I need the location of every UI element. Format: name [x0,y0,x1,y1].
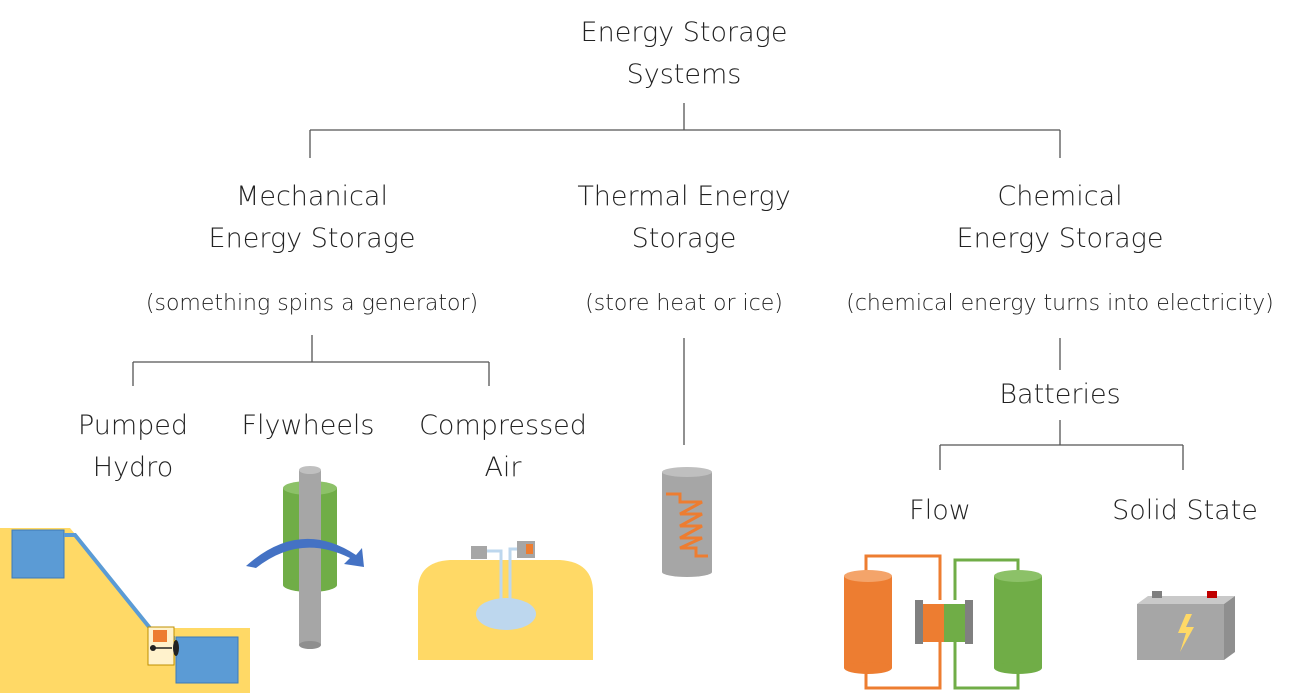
pumped-hydro-label: Pumped Hydro [58,405,208,489]
heating-coil-icon [666,492,708,558]
flywheel-illustration [246,466,364,649]
pumped-hydro-line2: Hydro [92,452,174,483]
solid-state-battery-illustration [1137,591,1235,660]
root-connector [309,103,1061,158]
root-title-line2: Systems [626,59,742,90]
root-title-line1: Energy Storage [580,17,788,48]
thermal-title-line2: Storage [631,223,737,254]
chemical-title-line2: Energy Storage [956,223,1164,254]
batteries-connector [939,420,1184,470]
chemical-title: Chemical Energy Storage [910,176,1210,260]
root-title: Energy Storage Systems [534,12,834,96]
chemical-note: (chemical energy turns into electricity) [846,291,1274,316]
thermal-title-line1: Thermal Energy [577,181,791,212]
rotation-arrow-icon [246,538,364,568]
flow-label: Flow [909,495,971,526]
thermal-note: (store heat or ice) [585,291,783,316]
pumped-hydro-illustration [0,528,250,693]
compressed-air-line1: Compressed [419,410,587,441]
pumped-hydro-line1: Pumped [77,410,189,441]
mechanical-note: (something spins a generator) [145,291,479,316]
flywheels-label: Flywheels [228,405,388,447]
batteries-label: Batteries [999,379,1121,410]
compressed-air-illustration [418,541,593,660]
mechanical-title: Mechanical Energy Storage [162,176,462,260]
thermal-tank-illustration [662,467,712,577]
thermal-title: Thermal Energy Storage [534,176,834,260]
compressed-air-label: Compressed Air [408,405,598,489]
compressed-air-line2: Air [484,452,522,483]
lightning-bolt-icon [1178,614,1194,652]
mechanical-connector [132,335,490,386]
solid-state-label: Solid State [1112,495,1258,526]
mechanical-title-line2: Energy Storage [208,223,416,254]
mechanical-title-line1: Mechanical [236,181,388,212]
chemical-title-line1: Chemical [997,181,1123,212]
flywheels-line1: Flywheels [241,410,375,441]
flow-battery-illustration [844,554,1042,690]
